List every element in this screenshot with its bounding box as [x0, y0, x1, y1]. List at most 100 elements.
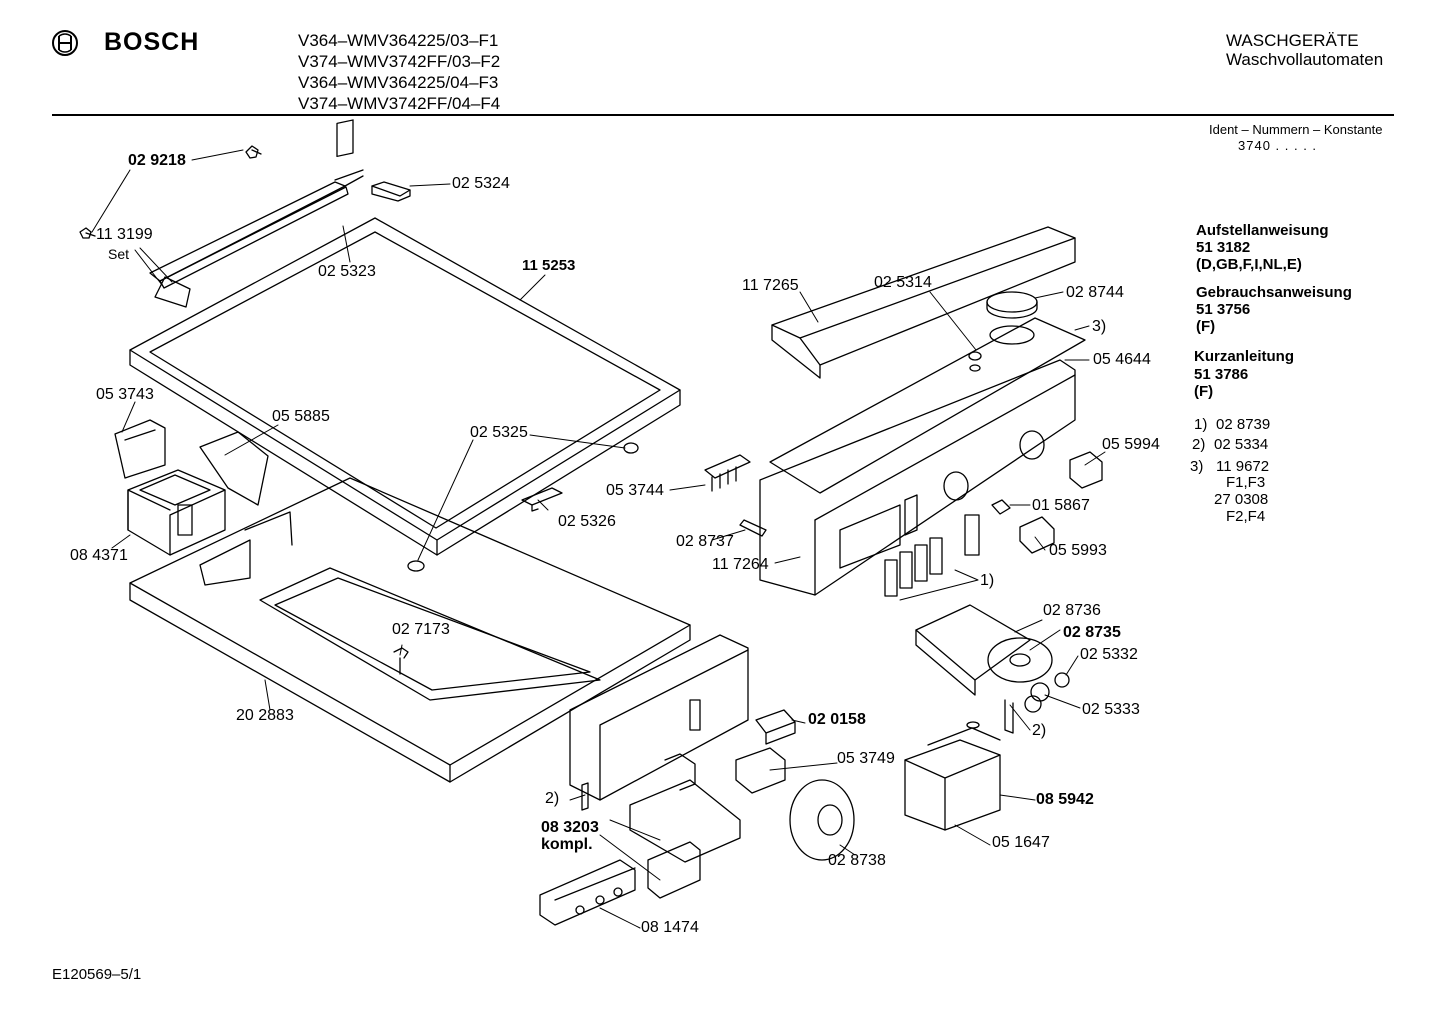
- ident-value: 3740 . . . . .: [1238, 138, 1318, 153]
- base-frame-202883: [129, 477, 691, 783]
- part-055885: [199, 431, 269, 506]
- brand-name: BOSCH: [104, 28, 200, 56]
- knob-055993: [1019, 516, 1055, 554]
- label-113199: 11 3199: [96, 226, 153, 243]
- motor-085942: [904, 721, 1001, 831]
- hinge-clip-025324: [371, 181, 411, 202]
- model-line-2: V374–WMV3742FF/03–F2: [298, 52, 501, 71]
- lamp-015867: [991, 499, 1011, 515]
- leader-lines: [91, 149, 1106, 929]
- panel-top: [769, 317, 1086, 494]
- cap-028744: [986, 291, 1038, 319]
- clip-025326: [521, 487, 563, 512]
- label-kompl: kompl.: [541, 836, 593, 853]
- side-block-1-number: 51 3182: [1196, 239, 1251, 256]
- screw-027173: [393, 647, 409, 675]
- label-081474: 08 1474: [641, 919, 699, 936]
- label-025314: 02 5314: [874, 274, 932, 291]
- label-028736: 02 8736: [1043, 602, 1101, 619]
- switch-053749: [735, 747, 786, 794]
- subcategory-title: Waschvollautomaten: [1226, 50, 1384, 69]
- label-054644: 05 4644: [1093, 351, 1151, 368]
- footnote-2-ref: 2): [1192, 436, 1206, 453]
- footnote-3-text: 11 9672: [1216, 458, 1270, 475]
- model-line-4: V374–WMV3742FF/04–F4: [298, 94, 501, 113]
- footnote-2-text: 02 5334: [1214, 436, 1269, 453]
- timer-bracket-028736: [915, 604, 1031, 696]
- footnote-3-alt-number: 27 0308: [1214, 491, 1269, 508]
- box-084371: [127, 469, 226, 556]
- label-085942: 08 5942: [1036, 791, 1094, 808]
- footnote-1-ref: 1): [1194, 416, 1208, 433]
- label-028738: 02 8738: [828, 852, 886, 869]
- screw-part-029218: [245, 145, 262, 159]
- gear-025332: [1054, 672, 1070, 688]
- label-117264: 11 7264: [712, 556, 769, 573]
- part-081474: [539, 859, 636, 926]
- label-029218: 02 9218: [128, 152, 186, 169]
- bosch-armature-icon: [52, 30, 78, 56]
- lid-115253: [129, 217, 681, 556]
- label-084371: 08 4371: [70, 547, 128, 564]
- footnote-3-variant-2: F2,F4: [1226, 508, 1266, 525]
- clip-053744: [704, 454, 751, 492]
- module-083203: [647, 841, 701, 899]
- side-block-2-title: Gebrauchsanweisung: [1196, 284, 1352, 301]
- timer-dial-028735: [987, 637, 1053, 683]
- label-025325: 02 5325: [470, 424, 528, 441]
- switch-020158: [755, 709, 796, 745]
- ident-label: Ident – Nummern – Konstante: [1209, 122, 1383, 137]
- label-115253: 11 5253: [522, 257, 576, 274]
- label-117265: 11 7265: [742, 277, 799, 294]
- screw-part-113199: [79, 227, 96, 239]
- side-block-2-number: 51 3756: [1196, 301, 1251, 318]
- footnote-3-variant-1: F1,F3: [1226, 474, 1266, 491]
- knob-028738: [789, 779, 855, 861]
- label-025324: 02 5324: [452, 175, 510, 192]
- label-015867: 01 5867: [1032, 497, 1090, 514]
- label-202883: 20 2883: [236, 707, 294, 724]
- label-ref-2a: 2): [1032, 722, 1047, 739]
- side-block-1-title: Aufstellanweisung: [1196, 222, 1329, 239]
- bracket-assembly: [569, 634, 749, 801]
- label-028744: 02 8744: [1066, 284, 1124, 301]
- label-025323: 02 5323: [318, 263, 376, 280]
- side-block-3-number: 51 3786: [1194, 366, 1249, 383]
- side-block-1-note: (D,GB,F,I,NL,E): [1196, 256, 1302, 273]
- panel-body-117264: [759, 359, 1076, 596]
- label-ref-1: 1): [980, 572, 995, 589]
- category-title: WASCHGERÄTE: [1226, 31, 1359, 50]
- side-block-2-note: (F): [1196, 318, 1216, 335]
- label-028735: 02 8735: [1063, 624, 1121, 641]
- buttons-028739: [884, 514, 980, 597]
- side-block-3-title: Kurzanleitung: [1194, 348, 1294, 365]
- footnote-3-ref: 3): [1190, 458, 1204, 475]
- knob-055994: [1069, 451, 1103, 489]
- label-053743: 05 3743: [96, 386, 154, 403]
- spring-025334-a: [1004, 699, 1014, 734]
- label-053744: 05 3744: [606, 482, 664, 499]
- label-025333: 02 5333: [1082, 701, 1140, 718]
- model-line-3: V364–WMV364225/04–F3: [298, 73, 499, 92]
- panel-cover-117265: [771, 226, 1076, 379]
- model-line-1: V364–WMV364225/03–F1: [298, 31, 499, 50]
- label-ref-3: 3): [1092, 318, 1107, 335]
- part-053743: [114, 419, 166, 479]
- side-block-3-note: (F): [1194, 383, 1214, 400]
- label-055994: 05 5994: [1102, 436, 1160, 453]
- label-055993: 05 5993: [1049, 542, 1107, 559]
- label-027173: 02 7173: [392, 621, 450, 638]
- part-083203: [629, 753, 741, 863]
- label-028737: 02 8737: [676, 533, 734, 550]
- label-053749: 05 3749: [837, 750, 895, 767]
- label-025332: 02 5332: [1080, 646, 1138, 663]
- footnote-1-text: 02 8739: [1216, 416, 1271, 433]
- label-set: Set: [108, 246, 130, 262]
- strip-028737: [739, 519, 767, 537]
- label-025326: 02 5326: [558, 513, 616, 530]
- label-ref-2b: 2): [545, 790, 560, 807]
- foot-025325-b: [407, 560, 425, 572]
- foot-025325-a: [623, 442, 639, 454]
- label-051647: 05 1647: [992, 834, 1050, 851]
- label-055885: 05 5885: [272, 408, 330, 425]
